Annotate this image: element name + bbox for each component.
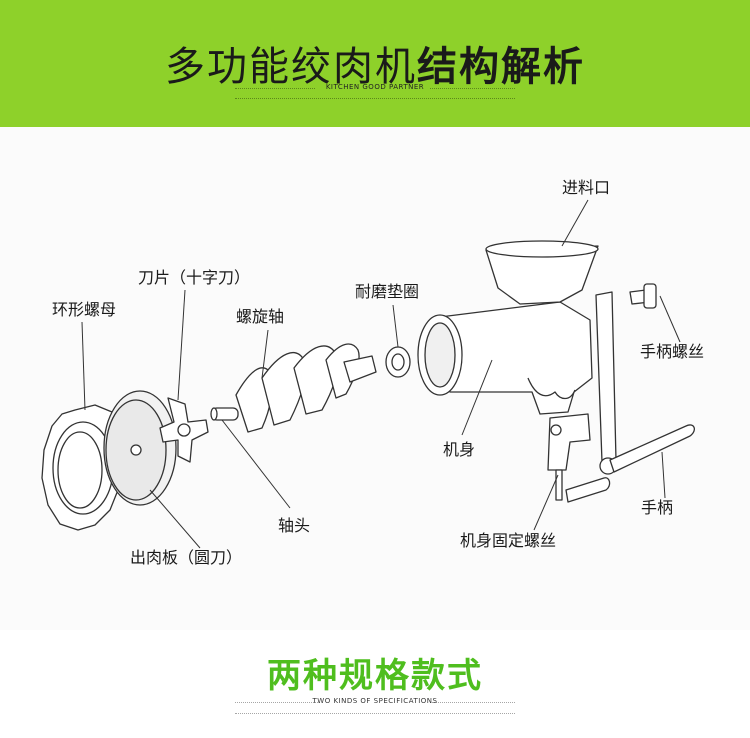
ring-nut-part [41,404,126,531]
label-screw-shaft: 螺旋轴 [236,307,284,326]
label-handle: 手柄 [641,498,673,517]
leader-clamp-screw [533,474,559,531]
leader-handle [661,451,666,499]
header-subtitle: KITCHEN GOOD PARTNER [325,83,425,91]
wear-washer-part [385,346,411,378]
title-bold: 结构解析 [417,44,585,90]
clamp-screw-part [555,469,611,503]
page-title: 多功能绞肉机结构解析 [0,34,750,92]
leader-wear-washer [392,304,399,348]
section-title-specs: 两种规格款式 [267,656,483,696]
label-output-plate: 出肉板（圆刀） [130,548,242,567]
shaft-head-part [210,407,239,421]
crank-handle-part [595,283,695,475]
label-feed-inlet: 进料口 [562,178,610,197]
leader-screw-shaft [261,329,269,379]
cross-blade-part [159,397,209,463]
section2-dots-bottom [235,713,515,715]
title-light: 多功能绞肉机 [165,44,417,90]
leader-feed-inlet [561,199,589,247]
machine-body-part [417,240,599,471]
label-handle-screw: 手柄螺丝 [640,342,704,361]
section2-dots-left [235,702,320,704]
structure-diagram: 环形螺母 刀片（十字刀） 螺旋轴 耐磨垫圈 进料口 手柄螺丝 机身 轴头 手柄 … [0,127,750,630]
subtitle-dots-right [430,88,515,90]
label-wear-washer: 耐磨垫圈 [355,282,419,301]
label-clamp-screw: 机身固定螺丝 [460,531,556,550]
label-shaft-head: 轴头 [278,516,310,535]
label-blade: 刀片（十字刀） [138,268,250,287]
exploded-view-drawing: 环形螺母 刀片（十字刀） 螺旋轴 耐磨垫圈 进料口 手柄螺丝 机身 轴头 手柄 … [41,178,704,567]
section2-dots-right [430,702,515,704]
leader-body [461,359,493,436]
label-ring-nut: 环形螺母 [52,300,116,319]
leader-ring-nut [81,321,86,411]
screw-shaft-part [235,343,377,433]
leader-output-plate [149,489,201,549]
section-subtitle-specs: TWO KINDS OF SPECIFICATIONS [312,697,438,705]
subtitle-dots-bottom [235,98,515,100]
leader-blade [177,289,186,401]
leader-shaft-head [221,419,291,509]
subtitle-dots-left [235,88,315,90]
label-body: 机身 [443,440,475,459]
header-banner: 多功能绞肉机结构解析 KITCHEN GOOD PARTNER [0,0,750,127]
output-plate-part [103,390,177,506]
leader-handle-screw [659,295,681,343]
